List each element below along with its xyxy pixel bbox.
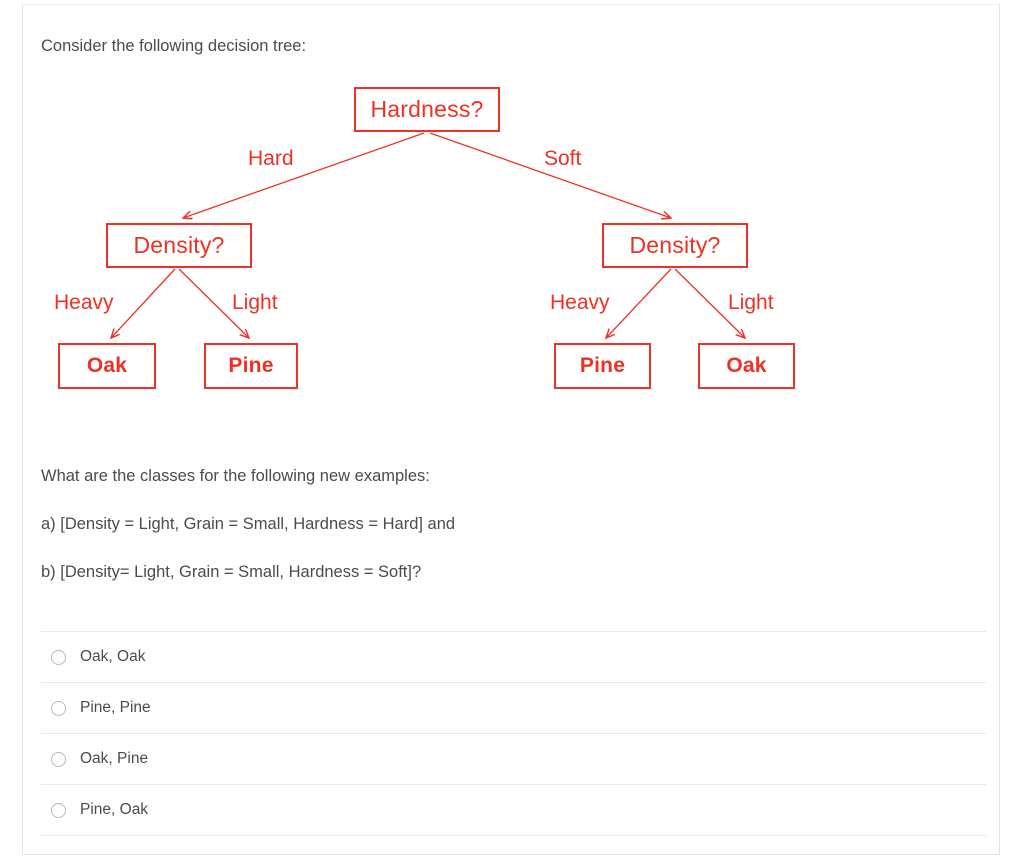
option-row-1[interactable]: Oak, Oak xyxy=(41,631,986,682)
tree-leaf-oak-hard-heavy: Oak xyxy=(58,343,156,389)
option-row-2[interactable]: Pine, Pine xyxy=(41,682,986,733)
tree-edge-label-heavy-left: Heavy xyxy=(54,291,114,314)
question-lead-text: What are the classes for the following n… xyxy=(41,467,430,485)
tree-edge-label-light-right: Light xyxy=(728,291,774,314)
option-label: Pine, Oak xyxy=(80,801,149,818)
tree-leaf-oak-soft-light: Oak xyxy=(698,343,795,389)
tree-edge-label-soft: Soft xyxy=(544,147,582,170)
tree-leaf-pine-hard-light: Pine xyxy=(204,343,298,389)
tree-node-root-hardness: Hardness? xyxy=(354,87,500,132)
option-label: Oak, Pine xyxy=(80,750,149,767)
decision-tree-figure: Hardness? Density? Density? Oak Pine Pin… xyxy=(23,65,1001,415)
radio-button-icon[interactable] xyxy=(51,649,66,665)
question-card: Consider the following decision tree: Ha… xyxy=(22,4,1000,855)
example-a-text: a) [Density = Light, Grain = Small, Hard… xyxy=(41,515,456,533)
option-label: Pine, Pine xyxy=(80,699,151,716)
option-row-4[interactable]: Pine, Oak xyxy=(41,784,986,836)
answer-options-list: Oak, Oak Pine, Pine Oak, Pine Pine, Oak xyxy=(41,631,986,836)
tree-edge-label-heavy-right: Heavy xyxy=(550,291,610,314)
tree-node-density-left: Density? xyxy=(106,223,252,268)
prompt-intro-text: Consider the following decision tree: xyxy=(41,37,307,55)
tree-edge-label-light-left: Light xyxy=(232,291,278,314)
radio-button-icon[interactable] xyxy=(51,700,66,716)
option-label: Oak, Oak xyxy=(80,648,146,665)
tree-leaf-pine-soft-heavy: Pine xyxy=(554,343,651,389)
tree-node-density-right: Density? xyxy=(602,223,748,268)
radio-button-icon[interactable] xyxy=(51,751,66,767)
tree-edges xyxy=(23,132,1001,415)
option-row-3[interactable]: Oak, Pine xyxy=(41,733,986,784)
example-b-text: b) [Density= Light, Grain = Small, Hardn… xyxy=(41,563,422,581)
tree-edge-label-hard: Hard xyxy=(248,147,294,170)
radio-button-icon[interactable] xyxy=(51,802,66,818)
